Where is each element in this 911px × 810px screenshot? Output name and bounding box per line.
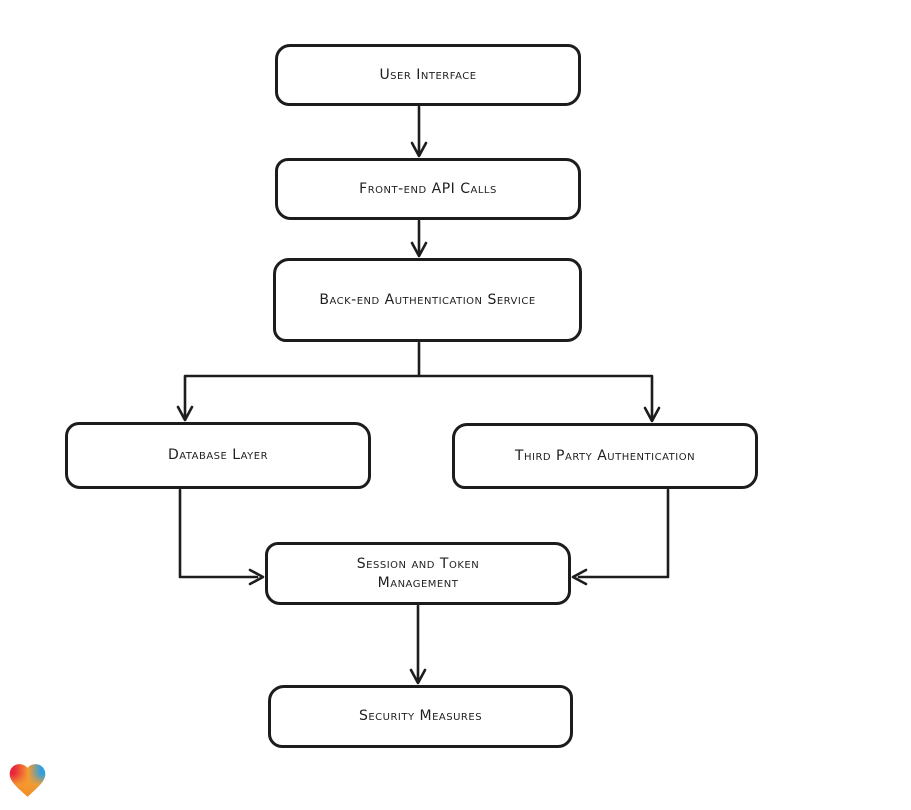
edge-thirdparty-session	[577, 488, 670, 579]
node-label: User Interface	[379, 66, 477, 83]
arrowhead-down-icon	[410, 241, 428, 258]
arrowhead-down-icon	[176, 405, 194, 422]
heart-logo-icon[interactable]	[9, 762, 46, 799]
arrowhead-right-icon	[248, 568, 265, 586]
node-label: Back-end Authentication Service	[319, 291, 536, 308]
arrowhead-down-icon	[409, 668, 427, 685]
node-label: Third Party Authentication	[514, 447, 696, 464]
node-database-layer[interactable]: Database Layer	[65, 422, 371, 489]
node-label: Security Measures	[358, 708, 483, 725]
node-label: Front-end API Calls	[359, 180, 497, 197]
node-label: Session and Token Management	[356, 555, 480, 591]
arrowhead-left-icon	[571, 568, 588, 586]
node-session-and-token-management[interactable]: Session and Token Management	[265, 542, 571, 605]
arrowhead-down-icon	[410, 141, 428, 158]
edge-database-session	[178, 488, 259, 579]
node-user-interface[interactable]: User Interface	[275, 44, 581, 106]
node-security-measures[interactable]: Security Measures	[268, 685, 573, 748]
node-label: Database Layer	[167, 447, 269, 464]
arrowhead-down-icon	[643, 406, 661, 423]
node-front-end-api-calls[interactable]: Front-end API Calls	[275, 158, 581, 220]
node-third-party-authentication[interactable]: Third Party Authentication	[452, 423, 758, 489]
edge-backend-branch	[183, 341, 654, 419]
node-back-end-authentication-service[interactable]: Back-end Authentication Service	[273, 258, 582, 342]
